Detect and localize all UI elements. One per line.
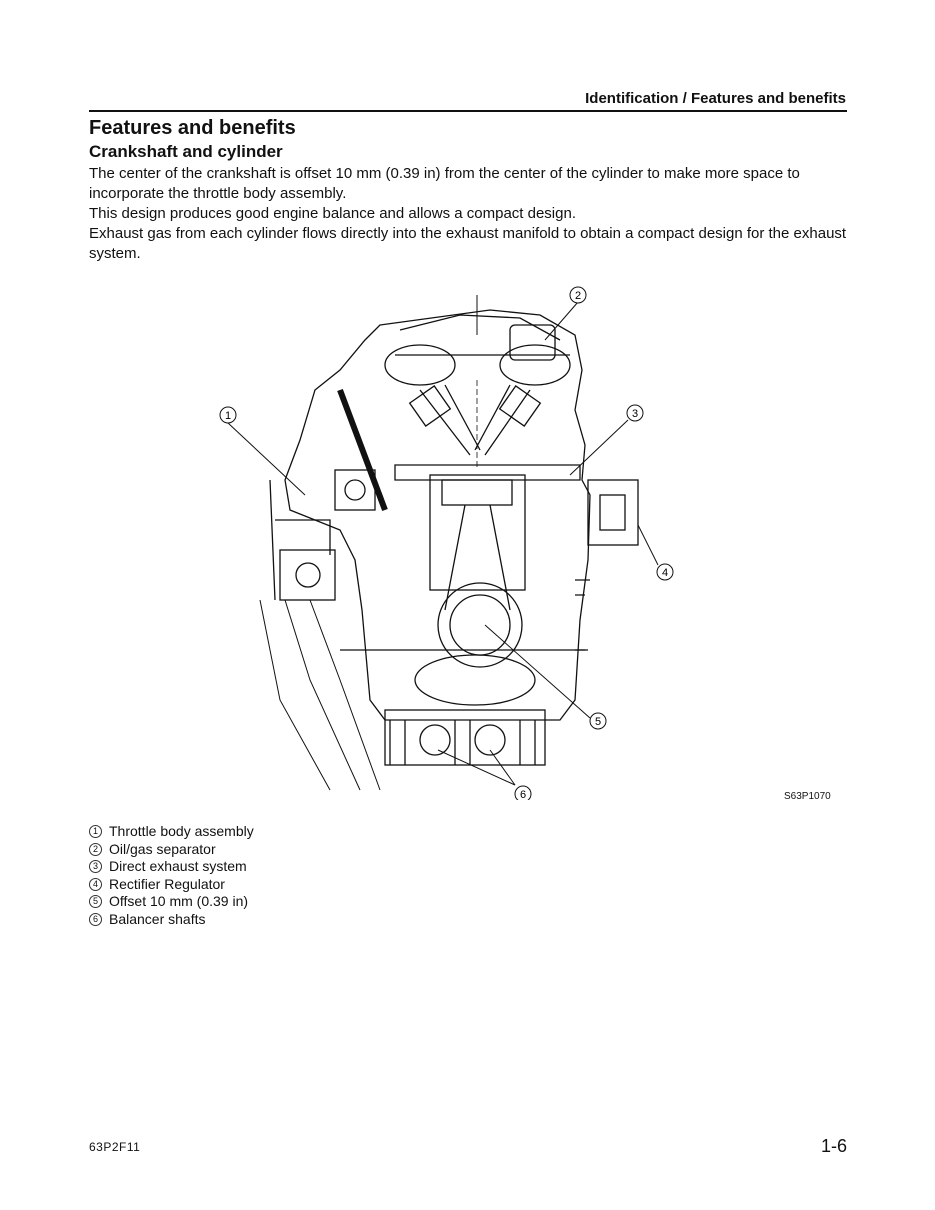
body-paragraph: This design produces good engine balance… [89, 205, 576, 222]
balancer-shaft-left [419, 724, 451, 756]
svg-text:3: 3 [632, 408, 638, 420]
svg-text:5: 5 [595, 716, 601, 728]
callout-3: 3 [626, 404, 644, 422]
svg-text:1: 1 [225, 410, 231, 422]
legend-number: 6 [89, 912, 102, 926]
legend-item: 3 Direct exhaust system [89, 858, 254, 876]
crankshaft [437, 582, 523, 668]
legend-item: 4 Rectifier Regulator [89, 876, 254, 894]
callout-6: 6 [514, 785, 532, 800]
legend-number: 3 [89, 860, 102, 874]
legend-label: Direct exhaust system [109, 858, 247, 874]
leader-3 [569, 419, 629, 476]
callout-4: 4 [656, 563, 674, 581]
body-paragraph: The center of the crankshaft is offset 1… [89, 165, 800, 202]
leader-6a [489, 749, 516, 786]
cylinder-bore [429, 474, 526, 591]
legend-label: Rectifier Regulator [109, 875, 225, 892]
header-rule [89, 110, 847, 112]
svg-text:2: 2 [575, 290, 581, 302]
leader-1 [227, 422, 306, 496]
leader-6b [437, 749, 516, 786]
cam-cap-left [384, 344, 456, 386]
legend-item: 6 Balancer shafts [89, 911, 254, 929]
legend-number: 2 [89, 842, 102, 856]
oil-gas-separator [509, 324, 556, 361]
page-number: 1-6 [820, 1136, 847, 1156]
svg-text:4: 4 [662, 567, 668, 579]
balancer-shaft-right [474, 724, 506, 756]
balancer-housing [384, 709, 546, 766]
throttle-body [279, 549, 336, 601]
piston [441, 479, 513, 506]
legend-number: 1 [89, 825, 102, 839]
rectifier-regulator [587, 479, 639, 546]
callout-5: 5 [589, 712, 607, 730]
section-header: Identification / Features and benefits [585, 90, 846, 107]
legend-label: Balancer shafts [109, 910, 206, 927]
footer-doc-code: 63P2F11 [89, 1140, 141, 1154]
callout-2: 2 [569, 286, 587, 304]
cam-cap-right [499, 344, 571, 386]
legend-item: 1 Throttle body assembly [89, 823, 254, 841]
legend-label: Oil/gas separator [109, 840, 216, 857]
leader-5 [484, 624, 591, 719]
engine-cross-section-diagram: 1 2 3 4 5 6 [219, 286, 674, 800]
body-text: The center of the crankshaft is offset 1… [89, 164, 849, 264]
body-paragraph: Exhaust gas from each cylinder flows dir… [89, 225, 847, 262]
legend-label: Offset 10 mm (0.39 in) [109, 893, 249, 909]
legend-item: 2 Oil/gas separator [89, 841, 254, 859]
legend-number: 5 [89, 895, 102, 909]
section-subtitle: Crankshaft and cylinder [89, 142, 283, 161]
leader-4 [637, 524, 659, 566]
svg-text:6: 6 [520, 789, 526, 800]
figure-code: S63P1070 [784, 791, 831, 802]
legend-number: 4 [89, 877, 102, 891]
leader-2 [544, 301, 579, 341]
page-title: Features and benefits [89, 117, 296, 139]
callout-1: 1 [219, 406, 237, 424]
legend-item: 5 Offset 10 mm (0.39 in) [89, 893, 254, 911]
engine-outline [284, 309, 591, 721]
legend-label: Throttle body assembly [109, 823, 254, 839]
figure-legend: 1 Throttle body assembly 2 Oil/gas separ… [89, 823, 254, 928]
